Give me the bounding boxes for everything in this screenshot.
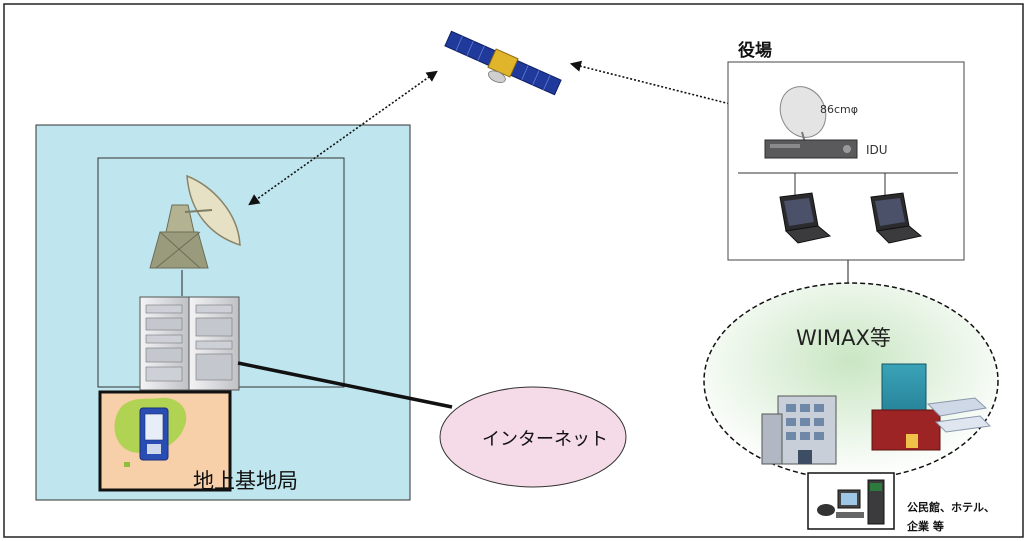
town-office-label: 役場 (738, 41, 772, 61)
server-to-internet-line (237, 361, 453, 409)
internet-label: インターネット (482, 429, 608, 450)
office-building-icon (761, 395, 837, 465)
ground-station-label: 地上基地局 (193, 469, 298, 493)
satellite-icon (444, 30, 562, 96)
laptop-icon (779, 192, 832, 244)
outer-frame (3, 3, 1024, 538)
uplink-town-office (569, 60, 757, 114)
idu-receiver-icon (764, 139, 858, 159)
internet-bubble (439, 386, 627, 488)
idu-label: IDU (866, 143, 888, 157)
town-office-panel (727, 61, 965, 261)
parabolic-antenna-icon (149, 174, 241, 269)
ground-station-icon (114, 397, 187, 467)
hotel-building-icon (871, 363, 992, 451)
server-rack-icon (139, 296, 240, 391)
wimax-coverage-area (703, 282, 999, 480)
wimax-label: WIMAX等 (796, 326, 891, 350)
computer-terminal-icon (817, 479, 885, 525)
laptop-icon (870, 192, 923, 244)
dish-size-label: 86cmφ (820, 103, 859, 116)
facilities-label-line2: 企業 等 (907, 520, 944, 533)
facilities-label-line1: 公民館、ホテル、 (907, 501, 995, 514)
